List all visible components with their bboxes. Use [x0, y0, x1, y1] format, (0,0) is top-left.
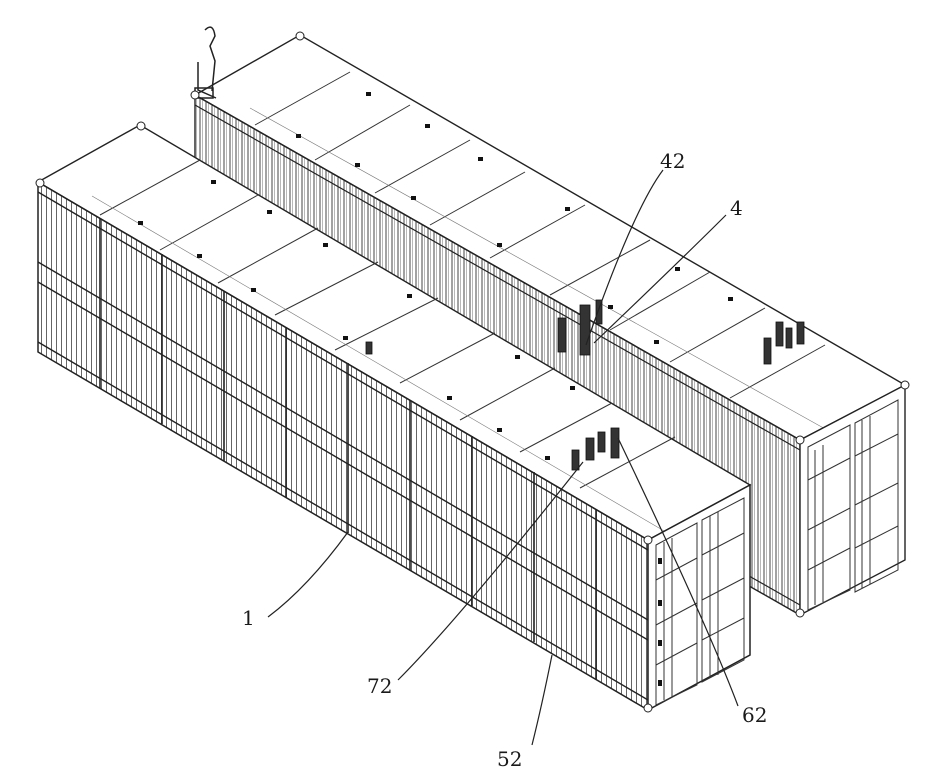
label-52: 52 [497, 747, 522, 771]
label-62: 62 [742, 703, 767, 727]
label-4: 4 [730, 196, 743, 220]
label-42: 42 [660, 149, 685, 173]
label-72: 72 [367, 674, 392, 698]
label-1: 1 [242, 606, 255, 630]
lifting-hook-icon [195, 27, 216, 98]
leader-52 [532, 655, 552, 745]
leader-1 [268, 532, 348, 617]
